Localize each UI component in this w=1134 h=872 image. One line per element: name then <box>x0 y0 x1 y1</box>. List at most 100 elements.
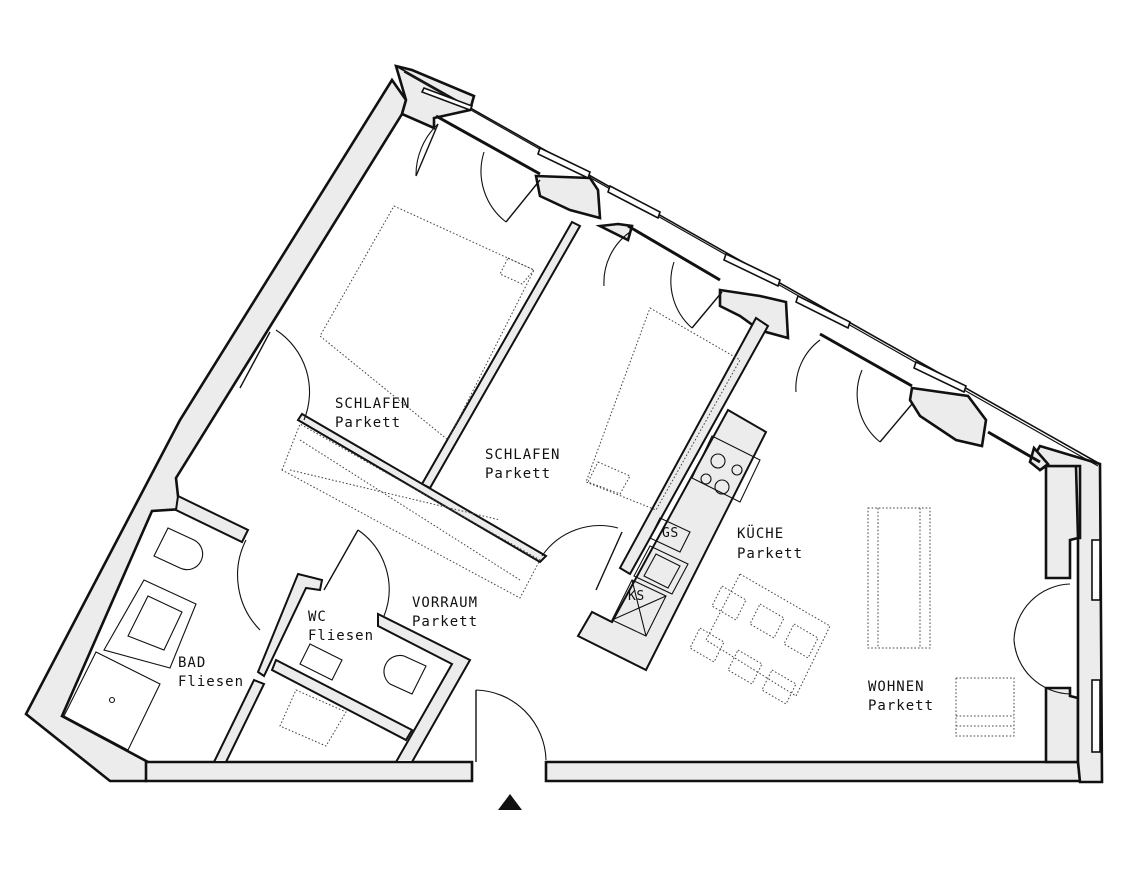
door-leaf-bedroom2-corridor <box>595 531 623 591</box>
bed-bedroom1-pillow <box>499 257 535 285</box>
window-6 <box>913 360 967 394</box>
entrance-arrow-icon <box>498 794 522 810</box>
wc-toilet <box>383 654 427 695</box>
room-name-kitchen: KÜCHE <box>737 524 784 542</box>
door-leaf-living-b <box>879 403 913 443</box>
stove-burner-1 <box>710 453 726 469</box>
living-sideboard <box>955 677 1015 737</box>
dining-chair-6 <box>761 669 797 705</box>
room-name-living: WOHNEN <box>868 679 925 695</box>
dishwasher <box>649 517 691 553</box>
door-arc-living-b <box>856 369 881 443</box>
wc-mat <box>279 689 347 747</box>
wall-wc-bottom <box>270 658 414 742</box>
wall-wc-left <box>256 572 324 678</box>
window-sill-3 <box>819 332 913 388</box>
stove-burner-4 <box>714 479 730 495</box>
exterior-wall-top-4 <box>718 288 790 340</box>
room-name-bedroom-1: SCHLAFEN <box>335 396 410 412</box>
room-floor-wc: Fliesen <box>308 628 374 644</box>
exterior-wall-top-3 <box>595 222 634 242</box>
window-3 <box>607 184 661 220</box>
room-name-bedroom-2: SCHLAFEN <box>485 447 560 463</box>
door-leaf-bedroom1-b <box>505 179 541 223</box>
door-arc-entrance <box>475 689 547 761</box>
bed-bedroom2 <box>585 307 741 511</box>
bath-shower-tray <box>63 651 161 751</box>
window-right-1 <box>1091 539 1101 601</box>
door-leaf-bedroom1-a <box>415 123 439 177</box>
fridge-cross-2 <box>611 595 667 621</box>
dining-chair-4 <box>689 627 725 663</box>
bath-sink <box>103 579 197 669</box>
window-sill-4 <box>987 430 1041 464</box>
label-dishwasher: GS <box>662 526 679 541</box>
kitchen-counter-block <box>576 408 768 672</box>
wall-bedroom-kitchen <box>618 316 770 576</box>
window-sill-1 <box>435 114 541 176</box>
window-sill-2 <box>627 224 721 282</box>
wall-bath-top <box>174 494 250 544</box>
exterior-wall-bottom-left <box>144 760 474 783</box>
door-arc-bedroom1-a <box>415 123 439 177</box>
dining-chair-3 <box>783 623 819 659</box>
facade-windows <box>395 65 1101 760</box>
room-floor-bedroom-2: Parkett <box>485 466 551 482</box>
window-right-2 <box>1091 679 1101 753</box>
door-arc-bedroom2-b <box>670 261 693 329</box>
window-2 <box>537 146 591 180</box>
door-arc-right-a <box>1013 583 1071 641</box>
bath-fixtures <box>63 527 427 751</box>
room-name-hall: VORRAUM <box>412 595 478 611</box>
door-leaf-bedroom2-b <box>691 291 723 329</box>
wall-corridor-bedroom1 <box>296 412 548 564</box>
door-arc-bath <box>237 539 261 631</box>
bath-toilet <box>153 527 204 571</box>
window-4 <box>723 252 781 288</box>
kitchen-sink <box>633 545 689 595</box>
door-arc-living-a <box>795 339 821 393</box>
door-arc-wc <box>357 529 390 617</box>
dining-table <box>705 573 831 697</box>
bed-bedroom1 <box>319 205 535 441</box>
exterior-wall-left <box>24 77 408 783</box>
exterior-wall-top-5 <box>908 386 988 448</box>
room-floor-hall: Parkett <box>412 614 478 630</box>
door-arc-bedroom1-left <box>275 329 311 421</box>
dining-chair-5 <box>727 649 763 685</box>
kitchen-fixtures <box>611 435 761 637</box>
stove <box>691 435 761 503</box>
door-arc-bedroom2-a <box>603 231 631 287</box>
door-arc-right-b <box>1013 639 1071 695</box>
room-floor-bath: Fliesen <box>178 674 244 690</box>
exterior-wall-top-2 <box>534 174 602 220</box>
doors <box>237 123 1071 762</box>
room-name-wc: WC <box>308 609 327 625</box>
label-fridge: KS <box>628 589 645 604</box>
bath-drain <box>108 696 116 704</box>
door-arc-bedroom2-corridor <box>541 525 619 557</box>
kitchen-sink-basin <box>643 553 681 589</box>
stove-burner-3 <box>700 473 712 485</box>
bath-sink-basin <box>127 595 183 651</box>
bed-bedroom2-pillow <box>587 461 631 495</box>
room-floor-kitchen: Parkett <box>737 546 803 562</box>
exterior-wall-right <box>1044 464 1080 580</box>
door-leaf-wc <box>323 529 359 591</box>
dining-chair-1 <box>711 585 747 621</box>
living-coffee-table <box>867 507 931 649</box>
wall-bath-divider <box>212 678 266 763</box>
room-name-bath: BAD <box>178 655 206 671</box>
room-floor-living: Parkett <box>868 698 934 714</box>
furniture <box>279 205 1015 747</box>
corridor-runner-diag-1 <box>299 439 521 581</box>
corridor-runner <box>281 423 541 599</box>
wc-sink <box>299 643 343 681</box>
stove-burner-2 <box>731 464 743 476</box>
dining-chair-2 <box>749 603 785 639</box>
wall-wc-right <box>377 612 472 763</box>
room-floor-bedroom-1: Parkett <box>335 415 401 431</box>
window-5 <box>795 294 851 330</box>
door-leaf-bedroom1-left <box>239 331 271 389</box>
